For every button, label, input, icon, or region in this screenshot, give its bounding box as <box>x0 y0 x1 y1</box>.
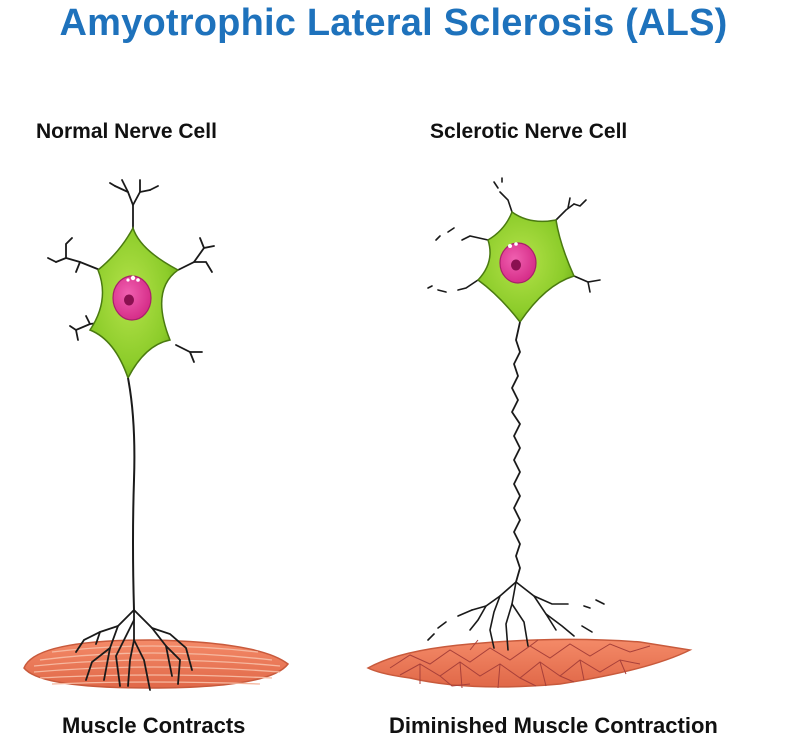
normal-muscle <box>23 639 290 689</box>
muscle-fibers <box>33 645 281 685</box>
sclerotic-nerve-endings <box>427 581 605 651</box>
diagram-title: Amyotrophic Lateral Sclerosis (ALS) <box>59 2 728 44</box>
normal-nerve-cell <box>23 179 290 691</box>
muscle-damage-lines <box>389 639 651 689</box>
sclerotic-nerve-cell <box>366 177 693 689</box>
normal-axon <box>127 377 136 611</box>
diminished-muscle-contraction-caption: Diminished Muscle Contraction <box>389 713 718 738</box>
sclerotic-axon <box>511 321 521 583</box>
normal-nucleus <box>112 275 152 321</box>
sclerotic-muscle <box>366 638 693 689</box>
sclerotic-dendrites <box>427 177 601 293</box>
normal-dendrites <box>47 179 215 363</box>
normal-nerve-endings <box>75 609 193 691</box>
sclerotic-nucleus <box>499 242 537 284</box>
muscle-contracts-caption: Muscle Contracts <box>62 713 246 738</box>
sclerotic-nerve-cell-heading: Sclerotic Nerve Cell <box>430 120 628 143</box>
normal-nerve-cell-heading: Normal Nerve Cell <box>36 120 217 143</box>
